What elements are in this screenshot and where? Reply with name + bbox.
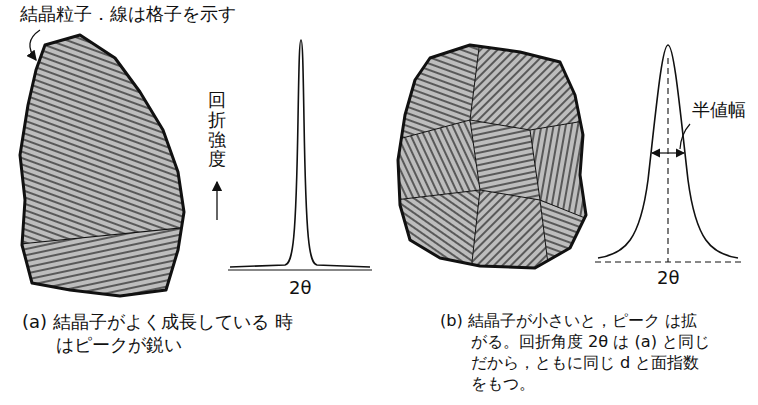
panel-caption: (a) 結晶子がよく成長している 時はピークが鋭い <box>22 310 294 356</box>
leader-line <box>30 30 40 60</box>
axis-symbol: 2θ <box>657 266 679 289</box>
sharp-peak <box>230 40 370 267</box>
grain-callout: 結晶粒子．線は格子を示す <box>20 2 236 25</box>
width-label: 半値幅 <box>692 98 746 121</box>
crystallite <box>0 0 200 246</box>
crystallite <box>470 120 540 200</box>
crystal-grain <box>0 0 200 320</box>
axis-symbol: 2θ <box>289 276 311 299</box>
leader-line <box>680 124 690 149</box>
center-dashed <box>667 58 668 262</box>
axis-label: 回折強度 <box>208 90 226 169</box>
grain-boundary <box>395 40 590 280</box>
axis-line <box>228 269 372 270</box>
crystal-grain <box>395 40 590 280</box>
baseline-dashed <box>595 261 745 262</box>
panel-caption: (b) 結晶子が小さいと，ピーク は拡がる。回折角度 2θ は (a) と同じだ… <box>440 310 712 394</box>
grain-outline <box>398 45 586 268</box>
width-arrow <box>652 152 684 153</box>
broad-peak <box>598 45 738 258</box>
crystallite <box>540 200 590 280</box>
grain-outline <box>20 35 184 296</box>
axis-arrow <box>216 182 217 220</box>
grain-boundary <box>0 226 200 246</box>
crystallite <box>395 120 480 200</box>
